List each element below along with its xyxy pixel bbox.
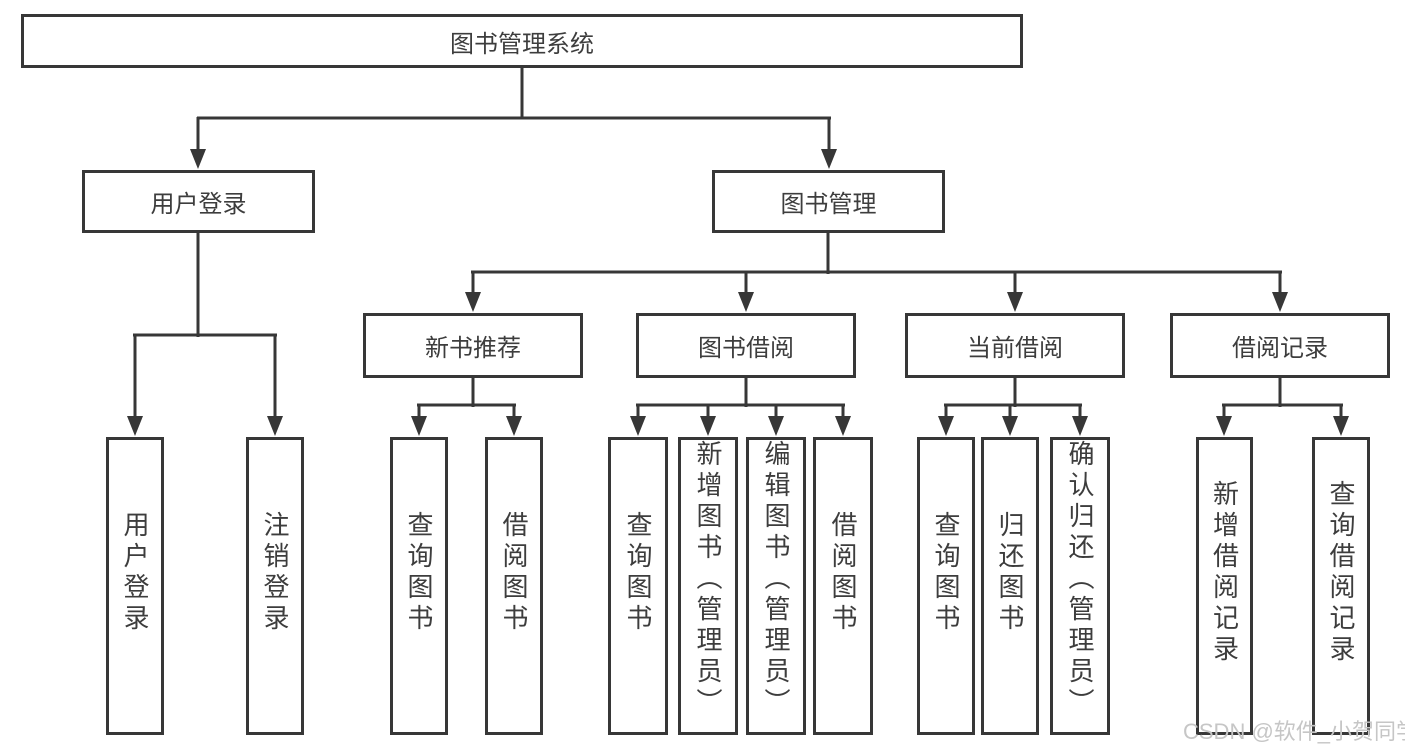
node-book-borrow: 图书借阅 — [636, 313, 856, 378]
leaf-query-books-3: 查询图书 — [917, 437, 975, 735]
leaf-query-borrow-record: 查询借阅记录 — [1312, 437, 1370, 735]
csdn-watermark: CSDN @软件_小贺同学 — [1183, 719, 1405, 744]
node-borrow-records: 借阅记录 — [1170, 313, 1390, 378]
leaf-query-books-2: 查询图书 — [608, 437, 668, 735]
node-new-book-recommend: 新书推荐 — [363, 313, 583, 378]
leaf-edit-book-admin: 编辑图书（管理员） — [746, 437, 806, 735]
leaf-user-login: 用户登录 — [106, 437, 164, 735]
arrowhead-icons — [127, 149, 1349, 436]
node-root-system: 图书管理系统 — [21, 14, 1023, 68]
leaf-add-book-admin: 新增图书（管理员） — [678, 437, 738, 735]
leaf-logout: 注销登录 — [246, 437, 304, 735]
node-book-management: 图书管理 — [712, 170, 945, 233]
leaf-return-book: 归还图书 — [981, 437, 1039, 735]
leaf-add-borrow-record: 新增借阅记录 — [1196, 437, 1253, 735]
leaf-confirm-return-admin: 确认归还（管理员） — [1050, 437, 1110, 735]
leaf-borrow-books-1: 借阅图书 — [485, 437, 543, 735]
leaf-borrow-books-2: 借阅图书 — [813, 437, 873, 735]
leaf-query-books-1: 查询图书 — [390, 437, 448, 735]
node-user-login: 用户登录 — [82, 170, 315, 233]
node-current-borrow: 当前借阅 — [905, 313, 1125, 378]
